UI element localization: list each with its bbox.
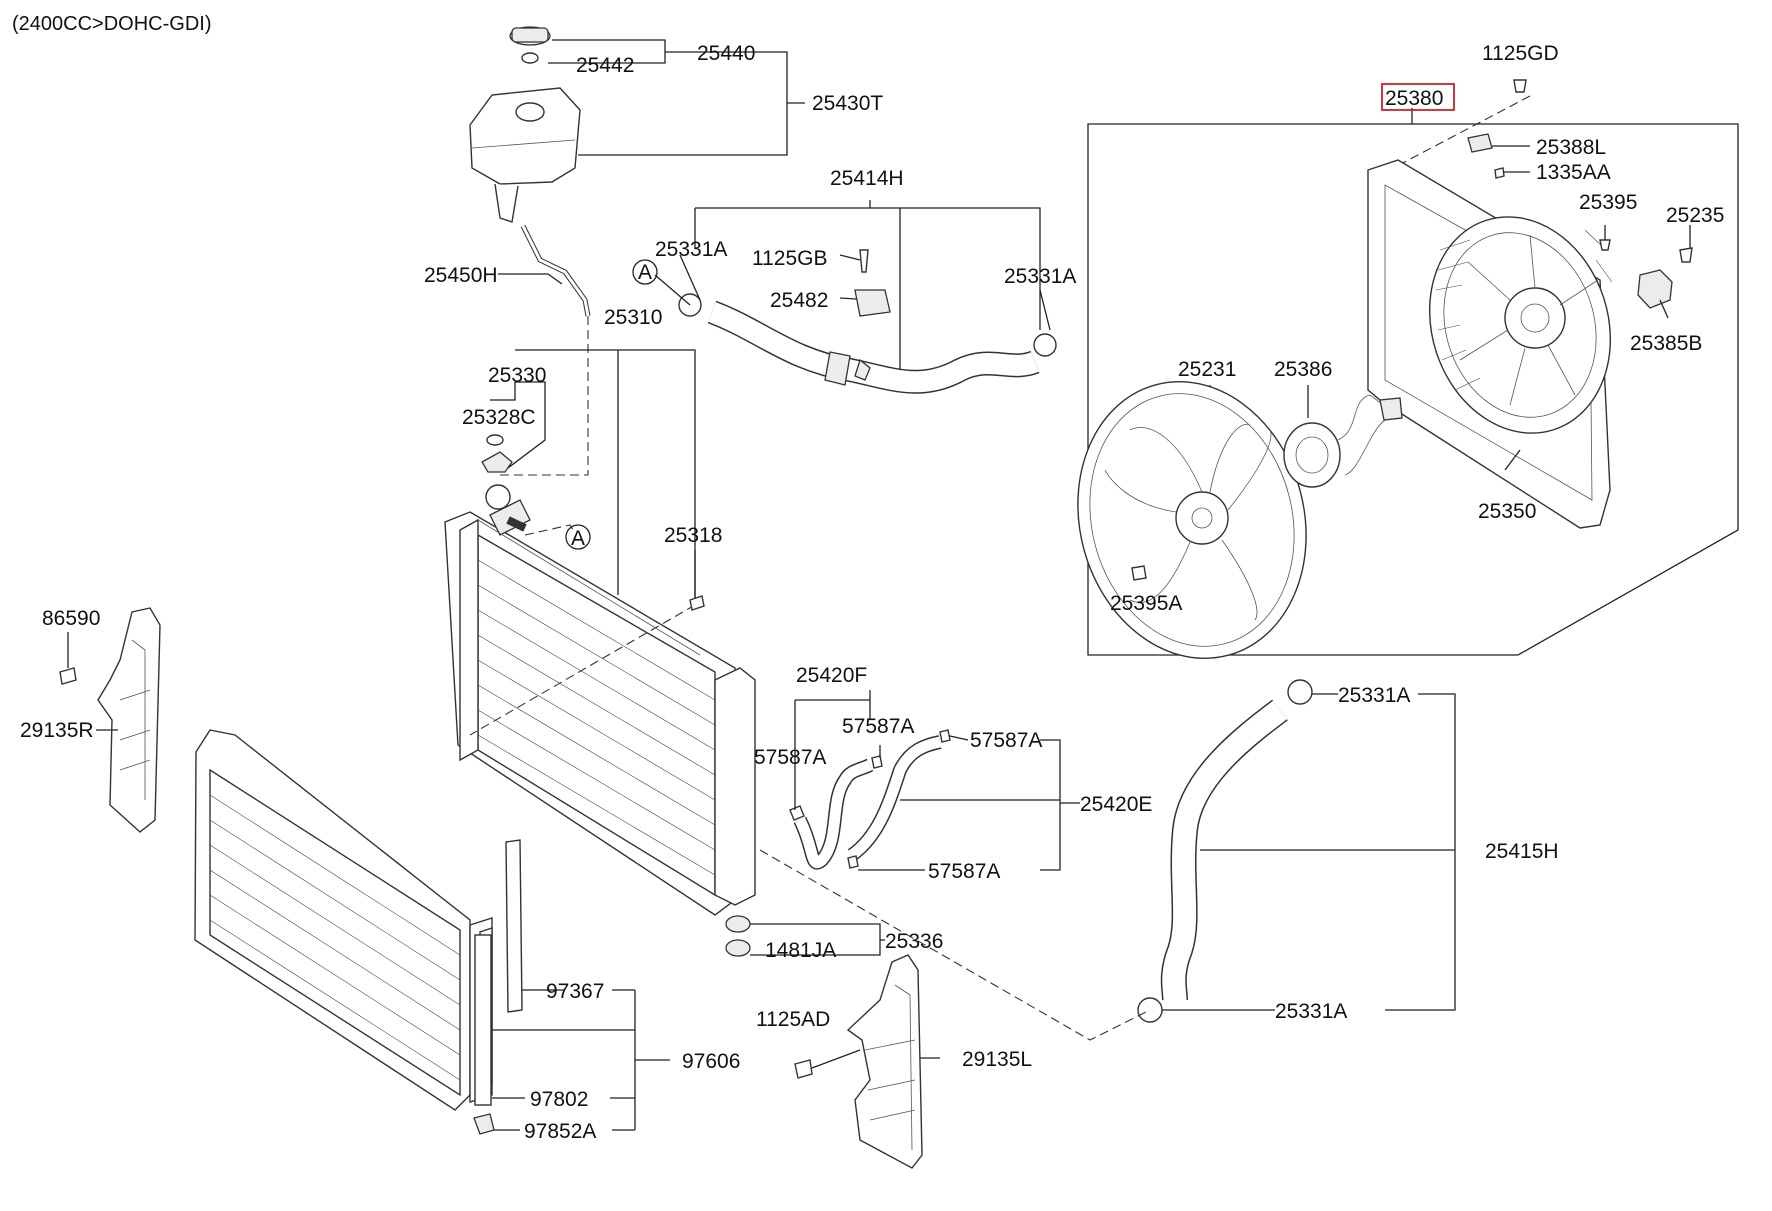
bolt-1125gb[interactable]	[859, 249, 869, 273]
label-25331A-lower-top: 25331A	[1338, 684, 1410, 707]
label-97852A: 97852A	[524, 1120, 596, 1143]
reservoir-leaders	[498, 39, 805, 480]
small-hose-leaders	[794, 690, 1080, 871]
reservoir-tank[interactable]	[469, 26, 591, 317]
upper-hose[interactable]	[678, 293, 1057, 394]
lower-hose[interactable]	[1137, 679, 1313, 1023]
label-97606: 97606	[682, 1050, 740, 1073]
label-25420E: 25420E	[1080, 793, 1152, 816]
label-25450H: 25450H	[424, 264, 498, 287]
label-25442: 25442	[576, 54, 634, 77]
label-25318: 25318	[664, 524, 722, 547]
label-1125GB: 1125GB	[752, 247, 828, 270]
label-25331A-lower-bottom: 25331A	[1275, 1000, 1347, 1023]
label-57587A-1: 57587A	[842, 715, 914, 738]
label-25330: 25330	[488, 364, 546, 387]
label-25482: 25482	[770, 289, 828, 312]
label-29135R: 29135R	[20, 719, 94, 742]
label-25440: 25440	[697, 42, 755, 65]
radiator-cap[interactable]	[481, 434, 513, 473]
fan-motor-25386[interactable]	[1283, 394, 1403, 488]
label-25414H: 25414H	[830, 167, 904, 190]
label-25231: 25231	[1178, 358, 1236, 381]
condenser-leaders	[492, 989, 670, 1131]
radiator[interactable]	[444, 484, 756, 916]
label-25331A-upper-left: 25331A	[655, 238, 727, 261]
radiator-mounts[interactable]	[725, 915, 751, 957]
label-25336: 25336	[885, 930, 943, 953]
nut-25395a[interactable]	[1131, 565, 1147, 581]
bolt-1125ad[interactable]	[794, 1059, 813, 1079]
marker-a-circle	[632, 259, 658, 285]
lower-hose-leaders	[759, 693, 1456, 1041]
condenser[interactable]	[194, 729, 493, 1111]
radiator-leaders	[469, 349, 696, 736]
label-97802: 97802	[530, 1088, 588, 1111]
drain-plug[interactable]	[689, 595, 705, 611]
mount-leaders	[750, 923, 885, 956]
air-guard-right[interactable]	[97, 607, 161, 833]
hose-bracket-25482[interactable]	[854, 289, 891, 317]
receiver-drier[interactable]	[473, 934, 495, 1135]
label-25385B: 25385B	[1630, 332, 1702, 355]
label-25331A-upper-right: 25331A	[1004, 265, 1076, 288]
label-25380[interactable]: 25380	[1385, 87, 1443, 110]
marker-a-radiator: A	[571, 527, 585, 550]
label-25395A: 25395A	[1110, 592, 1182, 615]
label-25350: 25350	[1478, 500, 1536, 523]
fan-shroud-25350[interactable]	[1367, 159, 1638, 529]
label-57587A-3: 57587A	[970, 729, 1042, 752]
label-86590: 86590	[42, 607, 100, 630]
label-25328C: 25328C	[462, 406, 536, 429]
seal-97367[interactable]	[505, 839, 523, 1013]
label-1125AD: 1125AD	[756, 1008, 830, 1031]
label-1125GD: 1125GD	[1482, 42, 1559, 65]
upper-hose-leaders	[654, 200, 1051, 370]
air-guard-left[interactable]	[846, 954, 923, 1169]
label-29135L: 29135L	[962, 1048, 1032, 1071]
leader-1125AD	[811, 1049, 861, 1069]
marker-a-upper: A	[638, 261, 652, 284]
bolt-1125gd[interactable]	[1513, 79, 1527, 93]
label-25430T: 25430T	[812, 92, 883, 115]
clip-86590[interactable]	[59, 667, 77, 685]
label-1335AA: 1335AA	[1536, 161, 1611, 184]
small-hoses[interactable]	[789, 729, 951, 870]
label-25235: 25235	[1666, 204, 1724, 227]
label-1481JA: 1481JA	[765, 939, 836, 962]
label-25415H: 25415H	[1485, 840, 1559, 863]
label-97367: 97367	[546, 980, 604, 1003]
label-57587A-4: 57587A	[928, 860, 1000, 883]
fan-group-parts[interactable]	[1467, 133, 1693, 309]
label-25388L: 25388L	[1536, 136, 1606, 159]
label-25395: 25395	[1579, 191, 1637, 214]
label-25420F: 25420F	[796, 664, 867, 687]
highlight-25380	[1381, 83, 1455, 111]
label-25310: 25310	[604, 306, 662, 329]
fan-blade-25231[interactable]	[1048, 356, 1337, 684]
label-25386: 25386	[1274, 358, 1332, 381]
engine-spec-title: (2400CC>DOHC-GDI)	[12, 13, 211, 35]
label-57587A-2: 57587A	[754, 746, 826, 769]
